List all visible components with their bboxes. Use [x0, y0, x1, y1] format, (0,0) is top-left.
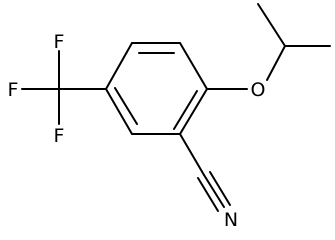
triple-bond-line-right [209, 171, 231, 206]
nitrogen-atom-label: N [224, 209, 238, 231]
ring-bond-top-right [179, 42, 208, 90]
nitrile-group: N [179, 133, 238, 231]
bond-ch-methyl-left [257, 3, 286, 47]
ring-bond-bottom-right [179, 88, 208, 135]
benzene-ring [105, 42, 208, 135]
bond-ring-nitrile-carbon [179, 133, 205, 176]
triple-bond-line-center [203, 174, 225, 208]
ring-bond-top-left [105, 42, 133, 90]
ring-bond-bottom-left-inner [114, 87, 138, 125]
trifluoromethyl-group: F F F [8, 31, 107, 147]
fluorine-top-label: F [54, 31, 65, 53]
oxygen-atom-label: O [251, 79, 266, 101]
bond-oxygen-ch [266, 45, 286, 81]
ring-bond-bottom-left [105, 88, 133, 135]
triple-bond-line-left [197, 177, 219, 212]
chemical-structure: O N F F F [8, 3, 331, 231]
fluorine-left-label: F [8, 79, 19, 101]
ring-bond-bottom-right-inner [173, 90, 198, 130]
isopropoxy-group: O [206, 3, 331, 101]
fluorine-bottom-label: F [54, 125, 65, 147]
